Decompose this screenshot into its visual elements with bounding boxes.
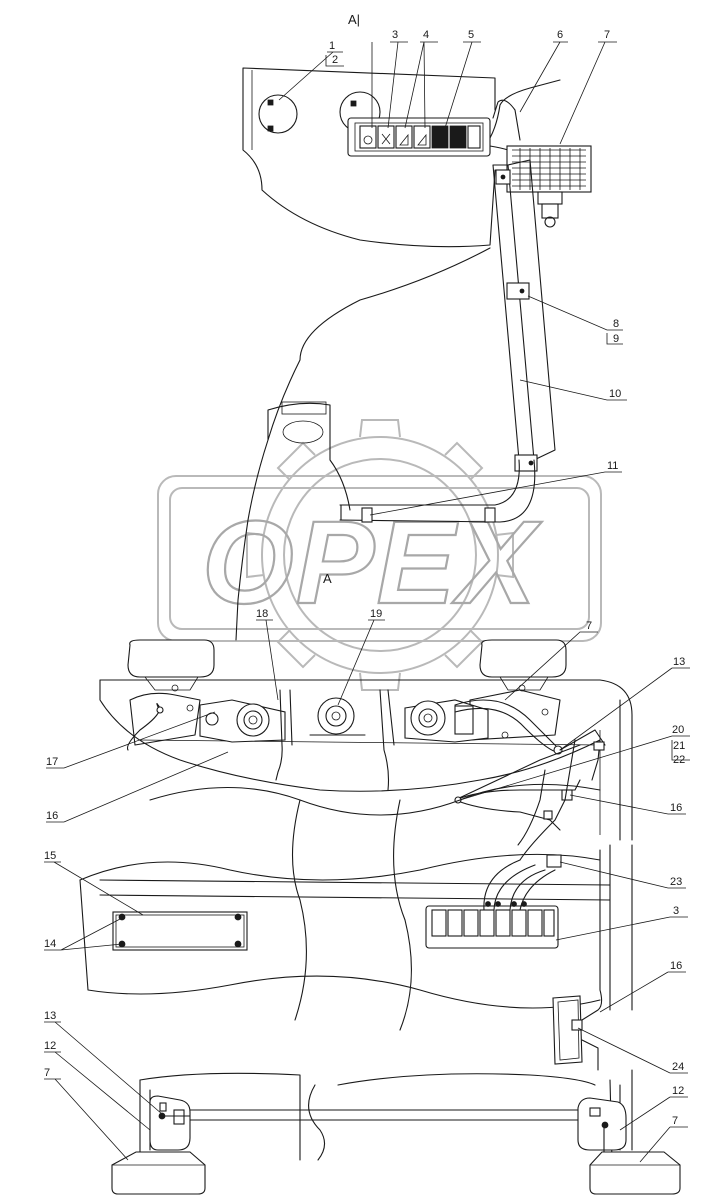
callouts-lower: 7 18 19 13 20 21 22 17 16 16 15 14 23 3 … [44,608,690,1163]
callout-20: 20 [672,724,684,736]
callout-7-lower-right: 7 [672,1115,678,1127]
callout-2: 2 [332,54,338,66]
view-label-middle: A [323,571,332,586]
callout-15: 15 [44,850,56,862]
rear-lamp [552,849,603,1071]
callout-23: 23 [670,876,682,888]
rotary-unit [309,697,366,736]
rear-panel [99,639,633,861]
callout-12: 12 [44,1040,56,1052]
callout-1: 1 [329,40,335,52]
rotary-unit [404,699,489,743]
switch-block-lower [425,854,562,949]
callout-22: 22 [673,754,685,766]
callout-13: 13 [673,656,685,668]
callout-18: 18 [256,608,268,620]
callout-13-lower: 13 [44,1010,56,1022]
switch-block [347,117,491,157]
callout-3: 3 [392,29,398,41]
callout-7-lower-left: 7 [44,1067,50,1079]
bottom-frame [111,1069,681,1195]
top-lamp-right [479,639,567,691]
bottom-lamp-right [589,1151,681,1195]
callout-3-lower: 3 [673,905,679,917]
callout-14: 14 [44,938,56,950]
callout-17: 17 [46,756,58,768]
callout-11: 11 [607,460,618,472]
round-fitting [258,94,298,134]
callout-4: 4 [423,29,429,41]
view-label-top: A| [348,12,360,27]
callouts-top: 1 2 3 4 5 6 7 8 9 10 11 [278,29,627,516]
label-plate [112,911,248,951]
callout-7-middle: 7 [586,620,592,632]
callout-16-right: 16 [670,802,682,814]
callout-16-lower: 16 [670,960,682,972]
watermark-frame [157,475,602,642]
callout-9: 9 [613,333,619,345]
callout-21: 21 [673,740,685,752]
bottom-lamp-left [111,1151,206,1195]
callout-24: 24 [672,1061,684,1073]
work-lamp [506,145,592,228]
callout-12-right: 12 [672,1085,684,1097]
conduit-bracket [339,159,556,523]
callout-10: 10 [609,388,621,400]
top-lamp-left [127,639,215,691]
callout-19: 19 [370,608,382,620]
break-lines [79,783,633,1031]
upper-panel [235,67,592,641]
callout-8: 8 [613,318,619,330]
callout-5: 5 [468,29,474,41]
rotary-unit [199,699,286,743]
callout-7: 7 [604,29,610,41]
callout-16: 16 [46,810,58,822]
callout-6: 6 [557,29,563,41]
